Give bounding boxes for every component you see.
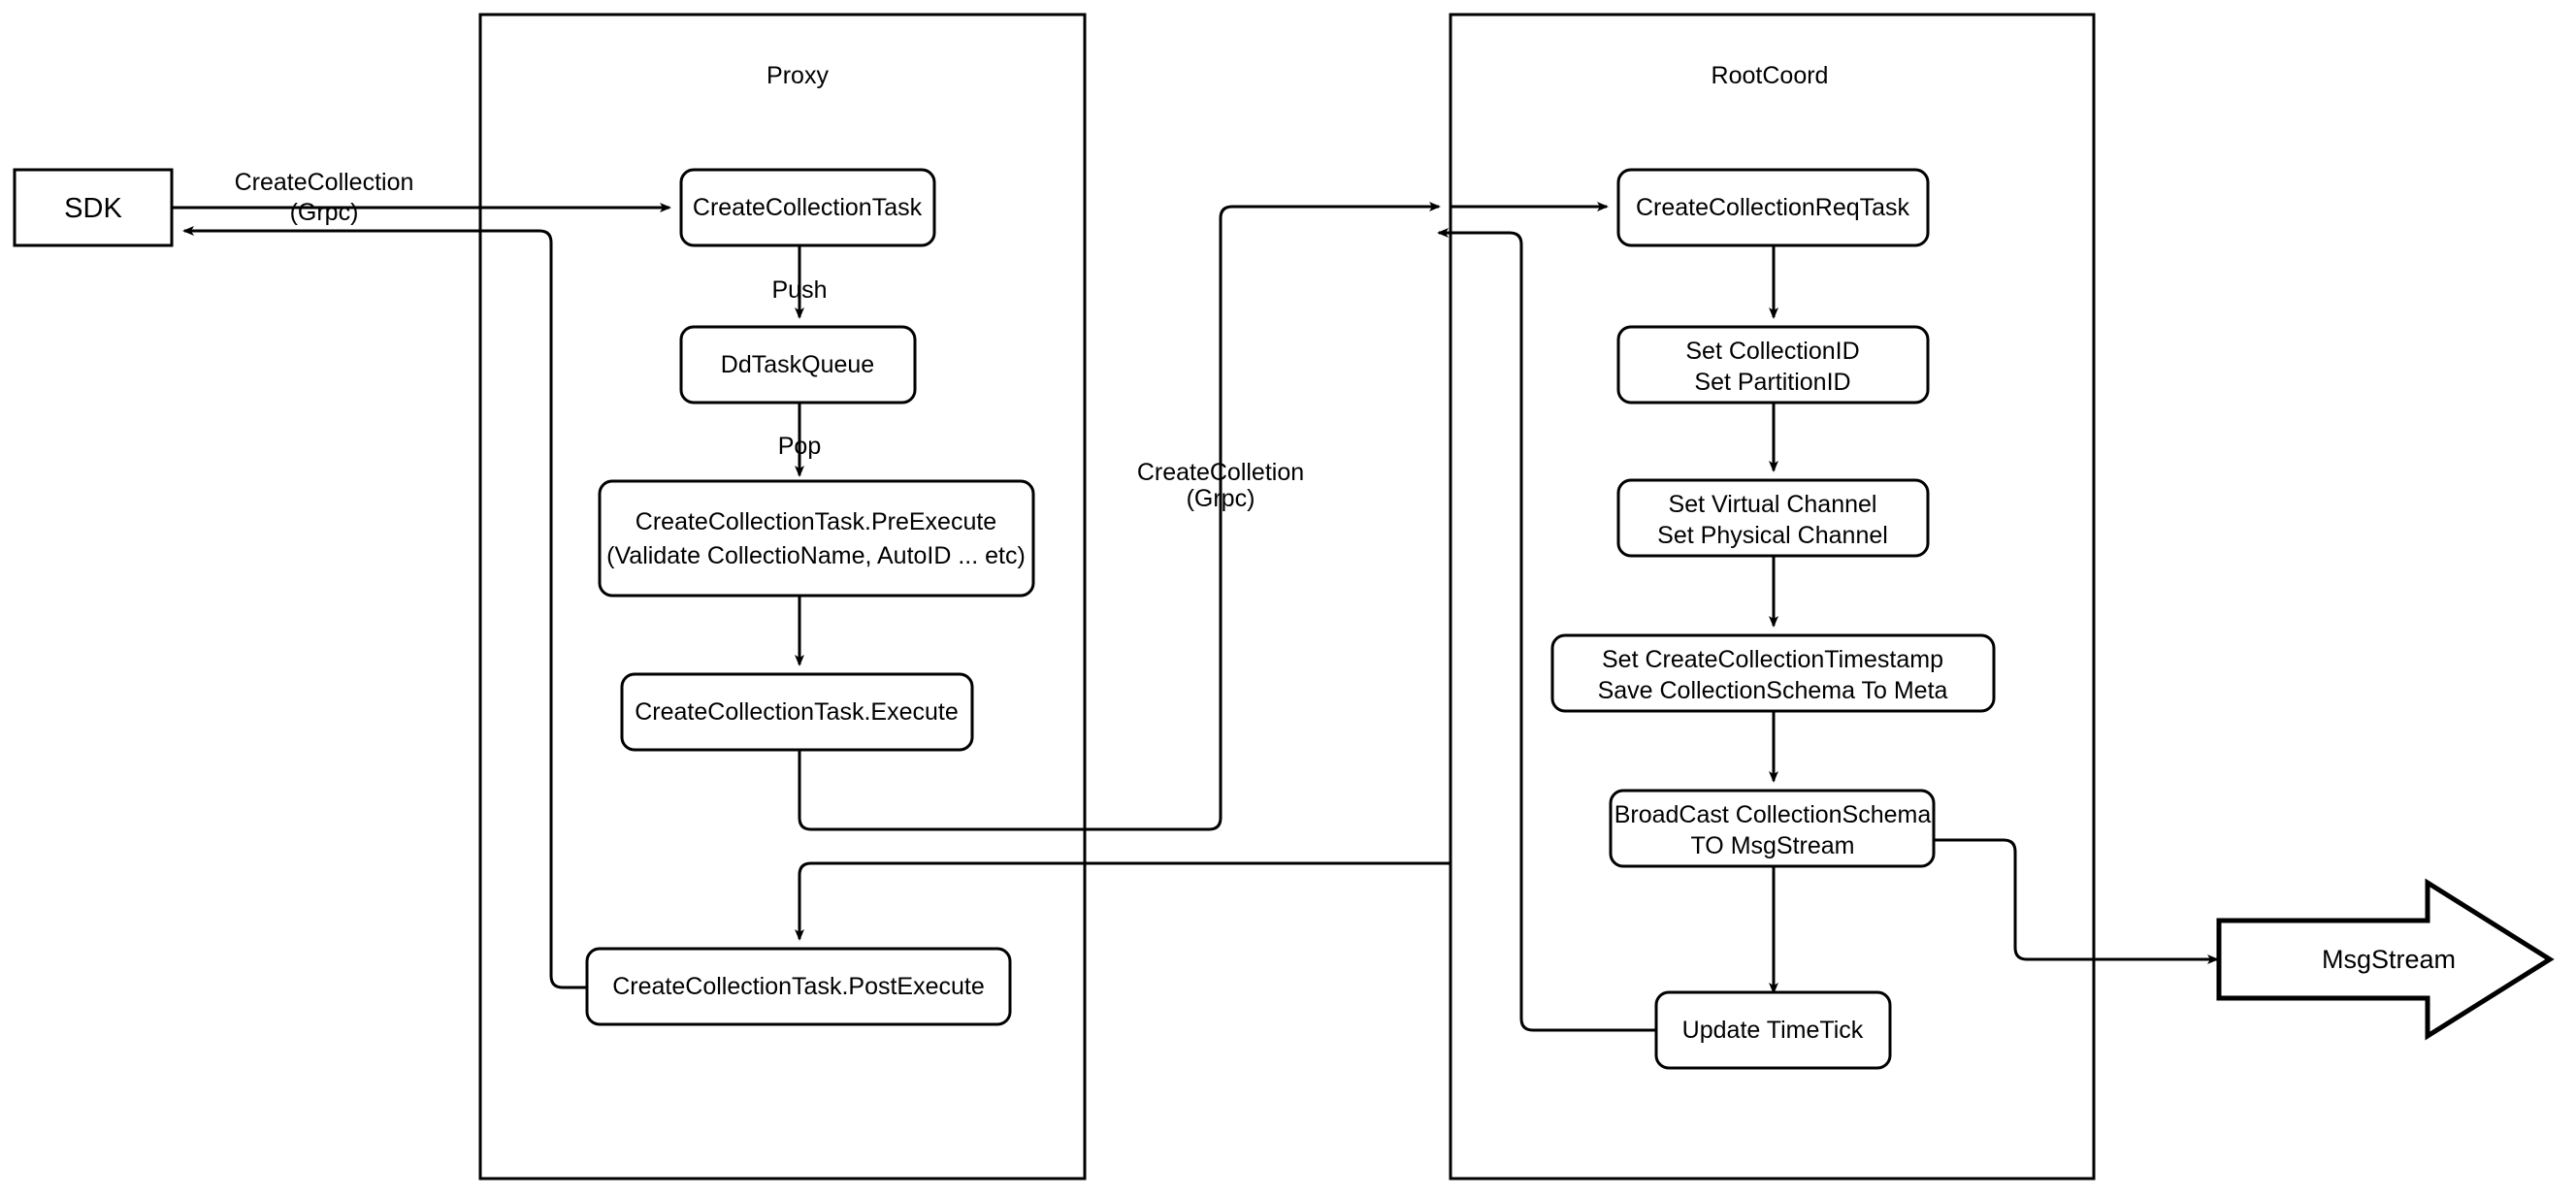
node-msgstream-label: MsgStream [2322,945,2456,974]
edge-label-sdk-to-proxy-line1: CreateCollection [235,169,414,196]
edge-label-pop: Pop [778,433,821,460]
node-execute[interactable]: CreateCollectionTask.Execute [620,672,974,752]
node-broadcast[interactable]: BroadCast CollectionSchema TO MsgStream [1609,789,1936,868]
node-create-collection-req-task[interactable]: CreateCollectionReqTask [1616,168,1930,247]
node-post-execute[interactable]: CreateCollectionTask.PostExecute [585,947,1012,1026]
edge-execute-to-rootcoord [798,202,1441,831]
node-broadcast-label-line2: TO MsgStream [1690,832,1854,859]
node-execute-label: CreateCollectionTask.Execute [635,698,959,726]
node-post-execute-label: CreateCollectionTask.PostExecute [612,973,985,1000]
node-sdk-label: SDK [64,193,122,224]
edge-label-proxy-to-rootcoord-line2: (Grpc) [1187,485,1255,512]
node-sdk[interactable]: SDK [13,168,174,247]
edge-label-proxy-to-rootcoord-line1: CreateColletion [1137,459,1304,486]
edge-broadcast-to-msgstream [1933,838,2219,964]
node-update-timetick[interactable]: Update TimeTick [1654,990,1892,1070]
node-pre-execute-label-line1: CreateCollectionTask.PreExecute [636,508,996,535]
node-dd-task-queue[interactable]: DdTaskQueue [679,325,917,404]
node-set-ids-label-line2: Set PartitionID [1694,369,1850,396]
node-pre-execute-label-line2: (Validate CollectioName, AutoID ... etc) [606,542,1026,569]
node-set-timestamp[interactable]: Set CreateCollectionTimestamp Save Colle… [1550,633,1996,713]
node-set-timestamp-label-line2: Save CollectionSchema To Meta [1598,677,1948,704]
node-create-collection-req-task-label: CreateCollectionReqTask [1636,194,1910,221]
edge-update-timetick-to-response-rail [1437,228,1657,1032]
edge-rootcoord-to-post-execute [795,861,1451,941]
node-set-channels-label-line1: Set Virtual Channel [1669,491,1877,518]
node-pre-execute[interactable]: CreateCollectionTask.PreExecute (Validat… [598,479,1035,598]
node-set-ids-label-line1: Set CollectionID [1685,338,1859,365]
node-msgstream[interactable]: MsgStream [2216,878,2555,1041]
container-proxy-title: Proxy [766,62,829,89]
node-dd-task-queue-label: DdTaskQueue [721,351,874,378]
node-set-channels-label-line2: Set Physical Channel [1657,522,1888,549]
node-set-timestamp-label-line1: Set CreateCollectionTimestamp [1602,646,1943,673]
container-rootcoord-title: RootCoord [1712,62,1829,89]
node-broadcast-label-line1: BroadCast CollectionSchema [1614,801,1932,828]
edge-label-push: Push [772,276,828,304]
edge-label-sdk-to-proxy-line2: (Grpc) [290,199,359,226]
edge-post-execute-to-sdk [182,226,589,989]
node-create-collection-task[interactable]: CreateCollectionTask [679,168,936,247]
node-set-channels[interactable]: Set Virtual Channel Set Physical Channel [1616,478,1930,558]
node-set-ids[interactable]: Set CollectionID Set PartitionID [1616,325,1930,404]
node-create-collection-task-label: CreateCollectionTask [693,194,923,221]
node-update-timetick-label: Update TimeTick [1682,1017,1864,1044]
